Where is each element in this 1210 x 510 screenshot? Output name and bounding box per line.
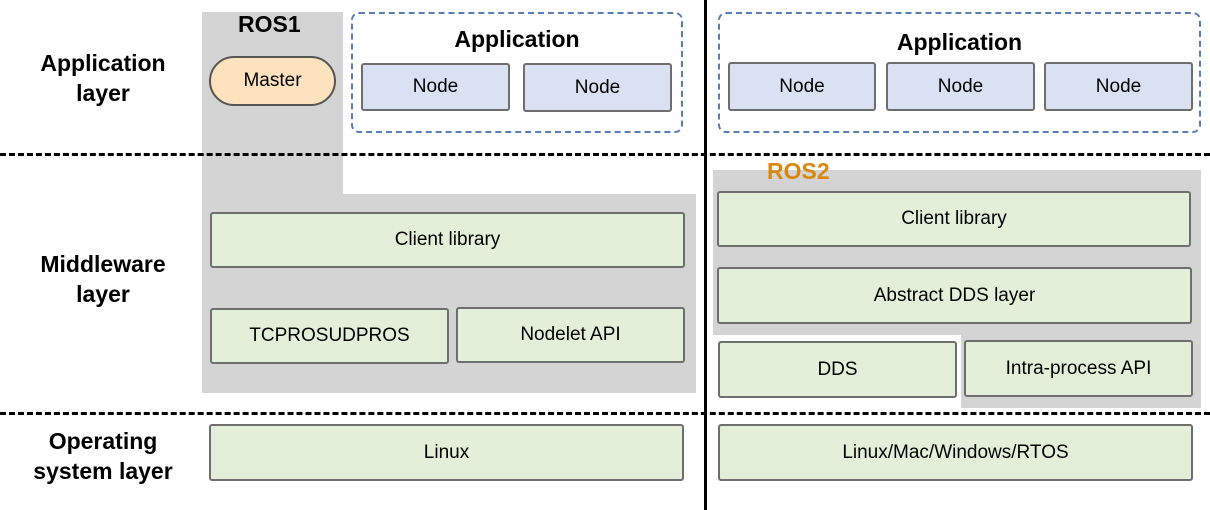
ros2-os: Linux/Mac/Windows/RTOS [718,424,1193,481]
ros2-dds: DDS [718,341,957,398]
app-middleware-divider [0,153,1210,156]
ros2-abstract-dds-layer: Abstract DDS layer [717,267,1192,324]
application-layer-label: Application layer [40,50,166,106]
ros1-application-title: Application [454,26,580,52]
middleware-layer-label: Middleware layer [40,251,166,307]
ros1-master-region [202,12,343,212]
ros2-node-1: Node [728,62,876,111]
ros2-intra-process-api: Intra-process API [964,340,1193,397]
ros1-os-linux: Linux [209,424,684,481]
ros1-client-library: Client library [210,212,685,268]
ros1-node-2: Node [523,63,672,112]
ros1-ros2-divider [704,0,707,510]
master-node: Master [209,56,336,106]
ros1-title: ROS1 [238,11,301,37]
ros2-node-3: Node [1044,62,1193,111]
ros1-node-1: Node [361,63,510,111]
ros2-title: ROS2 [767,158,830,184]
ros2-client-library: Client library [717,191,1191,247]
middleware-os-divider [0,412,1210,415]
ros2-node-2: Node [886,62,1035,111]
ros1-nodelet-api: Nodelet API [456,307,685,363]
ros1-transport: TCPROSUDPROS [210,308,449,364]
os-layer-label: Operating system layer [33,428,173,484]
ros2-application-title: Application [896,29,1023,55]
